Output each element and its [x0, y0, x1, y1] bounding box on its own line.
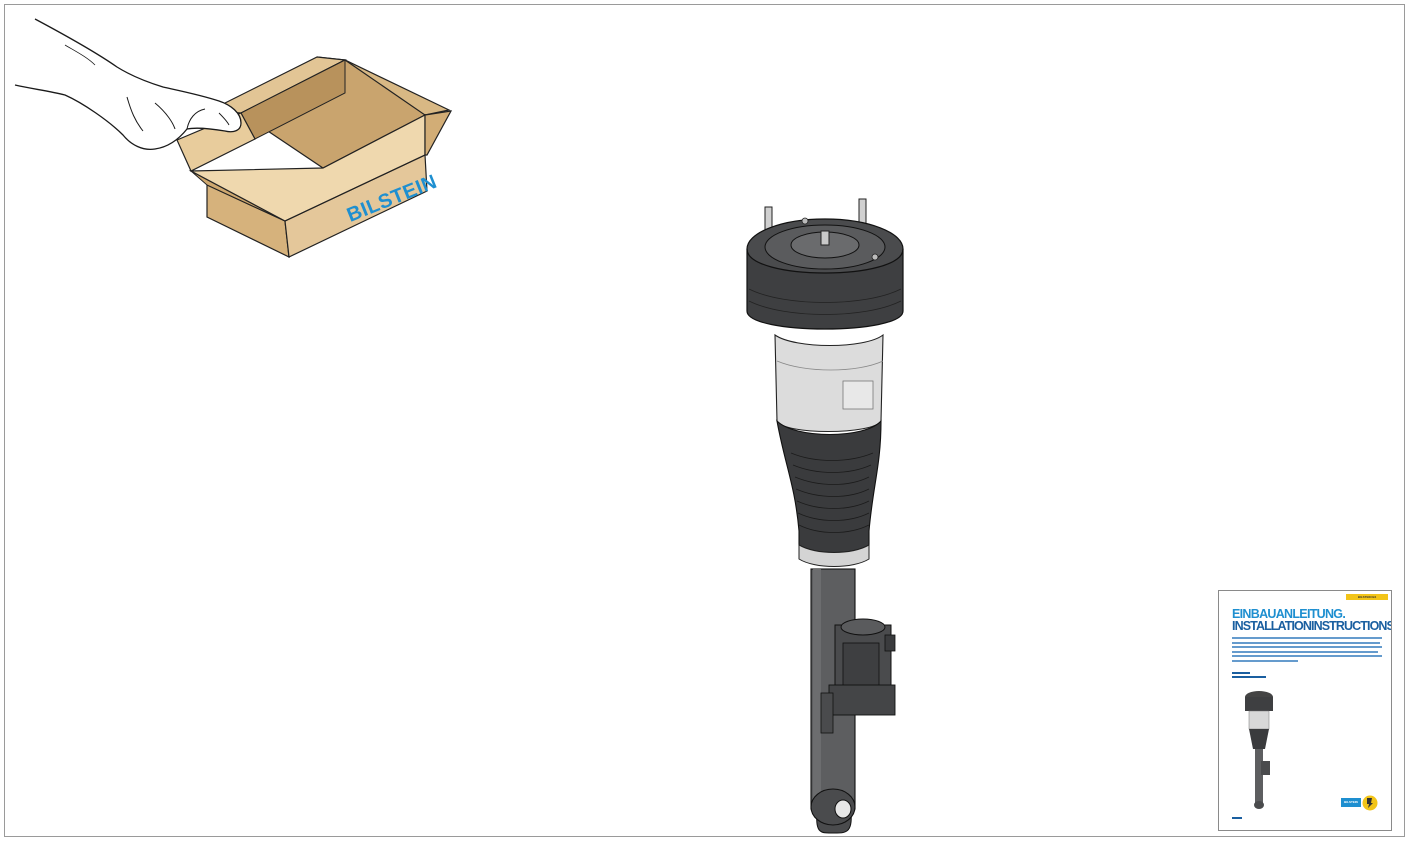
booklet-title-line1: EINBAUANLEITUNG. [1232, 607, 1346, 621]
booklet-footer-mark [1232, 817, 1242, 819]
air-strut-illustration [746, 198, 904, 834]
hand-pointing-icon [14, 18, 242, 151]
booklet-subtitle-lines [1232, 672, 1266, 678]
booklet-badge-icon [1362, 795, 1378, 811]
booklet-brand-logo: BILSTEIN [1341, 798, 1361, 807]
booklet-strut-image [1245, 691, 1273, 809]
booklet-body-text-lines [1232, 637, 1382, 665]
booklet-top-tag: BILSTEIN B4 [1346, 594, 1388, 600]
page-frame: BILSTEIN [4, 4, 1405, 837]
upper-air-bellow [746, 248, 904, 330]
booklet-title-line2: INSTALLATIONINSTRUCTIONS. [1232, 619, 1392, 633]
lower-ring [798, 544, 870, 567]
dust-boot [776, 419, 882, 553]
bilstein-box-illustration: BILSTEIN [14, 18, 453, 259]
installation-instructions-booklet: BILSTEIN B4 EINBAUANLEITUNG. INSTALLATIO… [1218, 590, 1392, 831]
